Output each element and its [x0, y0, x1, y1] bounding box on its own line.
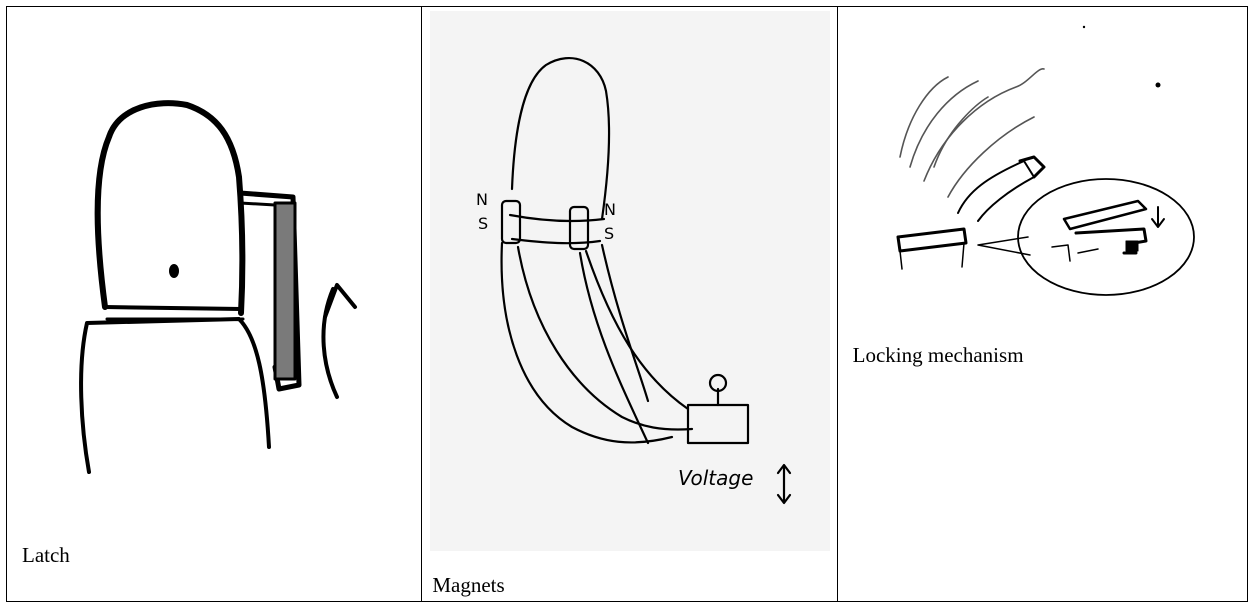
magnet-sketch-icon: N S N S Voltage: [422, 7, 838, 603]
north-label-right: N: [604, 200, 616, 219]
panel-caption: Locking mechanism: [853, 343, 1024, 368]
south-label-right: S: [604, 224, 614, 243]
panel-latch: Latch: [7, 7, 422, 601]
sketch-table: Latch: [6, 6, 1248, 602]
south-label-left: S: [478, 214, 488, 233]
panel-caption: Magnets: [432, 573, 504, 598]
voltage-label: Voltage: [678, 466, 753, 490]
panel-magnets: N S N S Voltage Magnets: [422, 7, 837, 601]
lock-sketch-icon: [838, 7, 1248, 327]
north-label-left: N: [476, 190, 488, 209]
panel-caption: Latch: [22, 543, 70, 568]
panel-locking-mechanism: Locking mechanism: [838, 7, 1247, 601]
latch-sketch-icon: [7, 7, 423, 507]
